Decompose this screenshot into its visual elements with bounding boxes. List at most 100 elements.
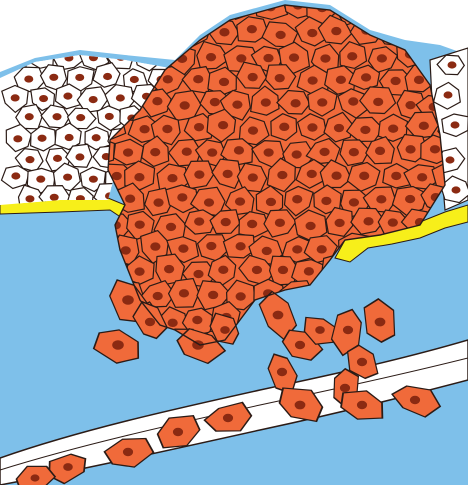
nucleus xyxy=(11,94,20,101)
nucleus xyxy=(125,195,135,203)
nucleus xyxy=(430,145,440,153)
nucleus xyxy=(232,100,242,108)
nucleus xyxy=(13,135,22,142)
nucleus xyxy=(319,148,329,156)
nucleus xyxy=(331,27,341,35)
nucleus xyxy=(292,195,302,203)
nucleus xyxy=(63,93,72,100)
nucleus xyxy=(139,125,149,133)
nucleus xyxy=(178,244,188,252)
nucleus xyxy=(388,124,398,132)
nucleus xyxy=(236,54,246,62)
nucleus xyxy=(289,53,299,61)
nucleus xyxy=(357,358,367,366)
nucleus xyxy=(331,172,341,180)
nucleus xyxy=(150,242,160,250)
nucleus xyxy=(417,173,427,181)
nucleus xyxy=(336,76,346,84)
nucleus xyxy=(292,150,302,158)
nucleus xyxy=(320,54,330,62)
nucleus xyxy=(112,340,124,349)
nucleus xyxy=(164,265,174,273)
nucleus xyxy=(377,54,387,62)
nucleus xyxy=(349,198,359,206)
nucleus xyxy=(31,474,40,481)
nucleus xyxy=(452,186,461,193)
nucleus xyxy=(279,123,289,131)
nucleus xyxy=(405,101,415,109)
nucleus xyxy=(308,76,318,84)
nucleus xyxy=(361,73,371,81)
nucleus xyxy=(25,156,34,163)
nucleus xyxy=(307,29,317,37)
nucleus xyxy=(193,75,203,83)
nucleus xyxy=(451,121,460,128)
nucleus xyxy=(223,414,233,422)
nucleus xyxy=(75,153,84,160)
nucleus xyxy=(194,217,204,225)
nucleus xyxy=(360,126,370,134)
nucleus xyxy=(105,113,114,120)
nucleus xyxy=(304,267,314,275)
nucleus xyxy=(248,73,258,81)
nucleus xyxy=(391,77,401,85)
nucleus xyxy=(375,318,386,327)
nucleus xyxy=(130,76,139,83)
nucleus xyxy=(218,266,228,274)
nucleus xyxy=(348,97,358,105)
nucleus xyxy=(207,148,217,156)
nucleus xyxy=(277,368,287,376)
nucleus xyxy=(264,148,274,156)
nucleus xyxy=(208,291,218,299)
nucleus xyxy=(295,401,306,410)
nucleus xyxy=(103,73,112,80)
nucleus xyxy=(177,193,187,201)
nucleus xyxy=(25,195,34,202)
nucleus xyxy=(419,122,429,130)
nucleus xyxy=(317,98,327,106)
nucleus xyxy=(295,341,305,349)
nucleus xyxy=(163,75,173,83)
nucleus xyxy=(307,123,317,131)
nucleus xyxy=(261,98,271,106)
nucleus xyxy=(166,223,176,231)
nucleus xyxy=(248,173,258,181)
nucleus xyxy=(153,292,163,300)
nucleus xyxy=(25,113,34,120)
nucleus xyxy=(290,99,300,107)
nucleus xyxy=(375,147,385,155)
nucleus xyxy=(53,113,62,120)
nucleus xyxy=(276,31,286,39)
nucleus xyxy=(145,318,155,326)
nucleus xyxy=(376,195,386,203)
nucleus xyxy=(50,194,59,201)
nucleus xyxy=(340,384,350,392)
nucleus xyxy=(315,326,325,334)
nucleus xyxy=(388,218,398,226)
nucleus xyxy=(335,219,345,227)
nucleus xyxy=(162,125,172,133)
nucleus xyxy=(277,171,287,179)
nucleus xyxy=(363,217,373,225)
nucleus xyxy=(305,222,315,230)
nucleus xyxy=(278,266,288,274)
nucleus xyxy=(65,134,74,141)
nucleus xyxy=(275,74,285,82)
nucleus xyxy=(92,134,101,141)
nucleus xyxy=(236,242,246,250)
nucleus xyxy=(38,135,47,142)
nucleus xyxy=(152,97,162,105)
nucleus xyxy=(321,197,331,205)
nucleus xyxy=(194,170,204,178)
nucleus xyxy=(349,148,359,156)
nucleus xyxy=(153,198,163,206)
nucleus xyxy=(317,245,327,253)
nucleus xyxy=(123,448,133,456)
nucleus xyxy=(39,95,48,102)
nucleus xyxy=(219,78,229,86)
nucleus xyxy=(194,123,204,131)
nucleus xyxy=(11,172,20,179)
nucleus xyxy=(391,172,401,180)
